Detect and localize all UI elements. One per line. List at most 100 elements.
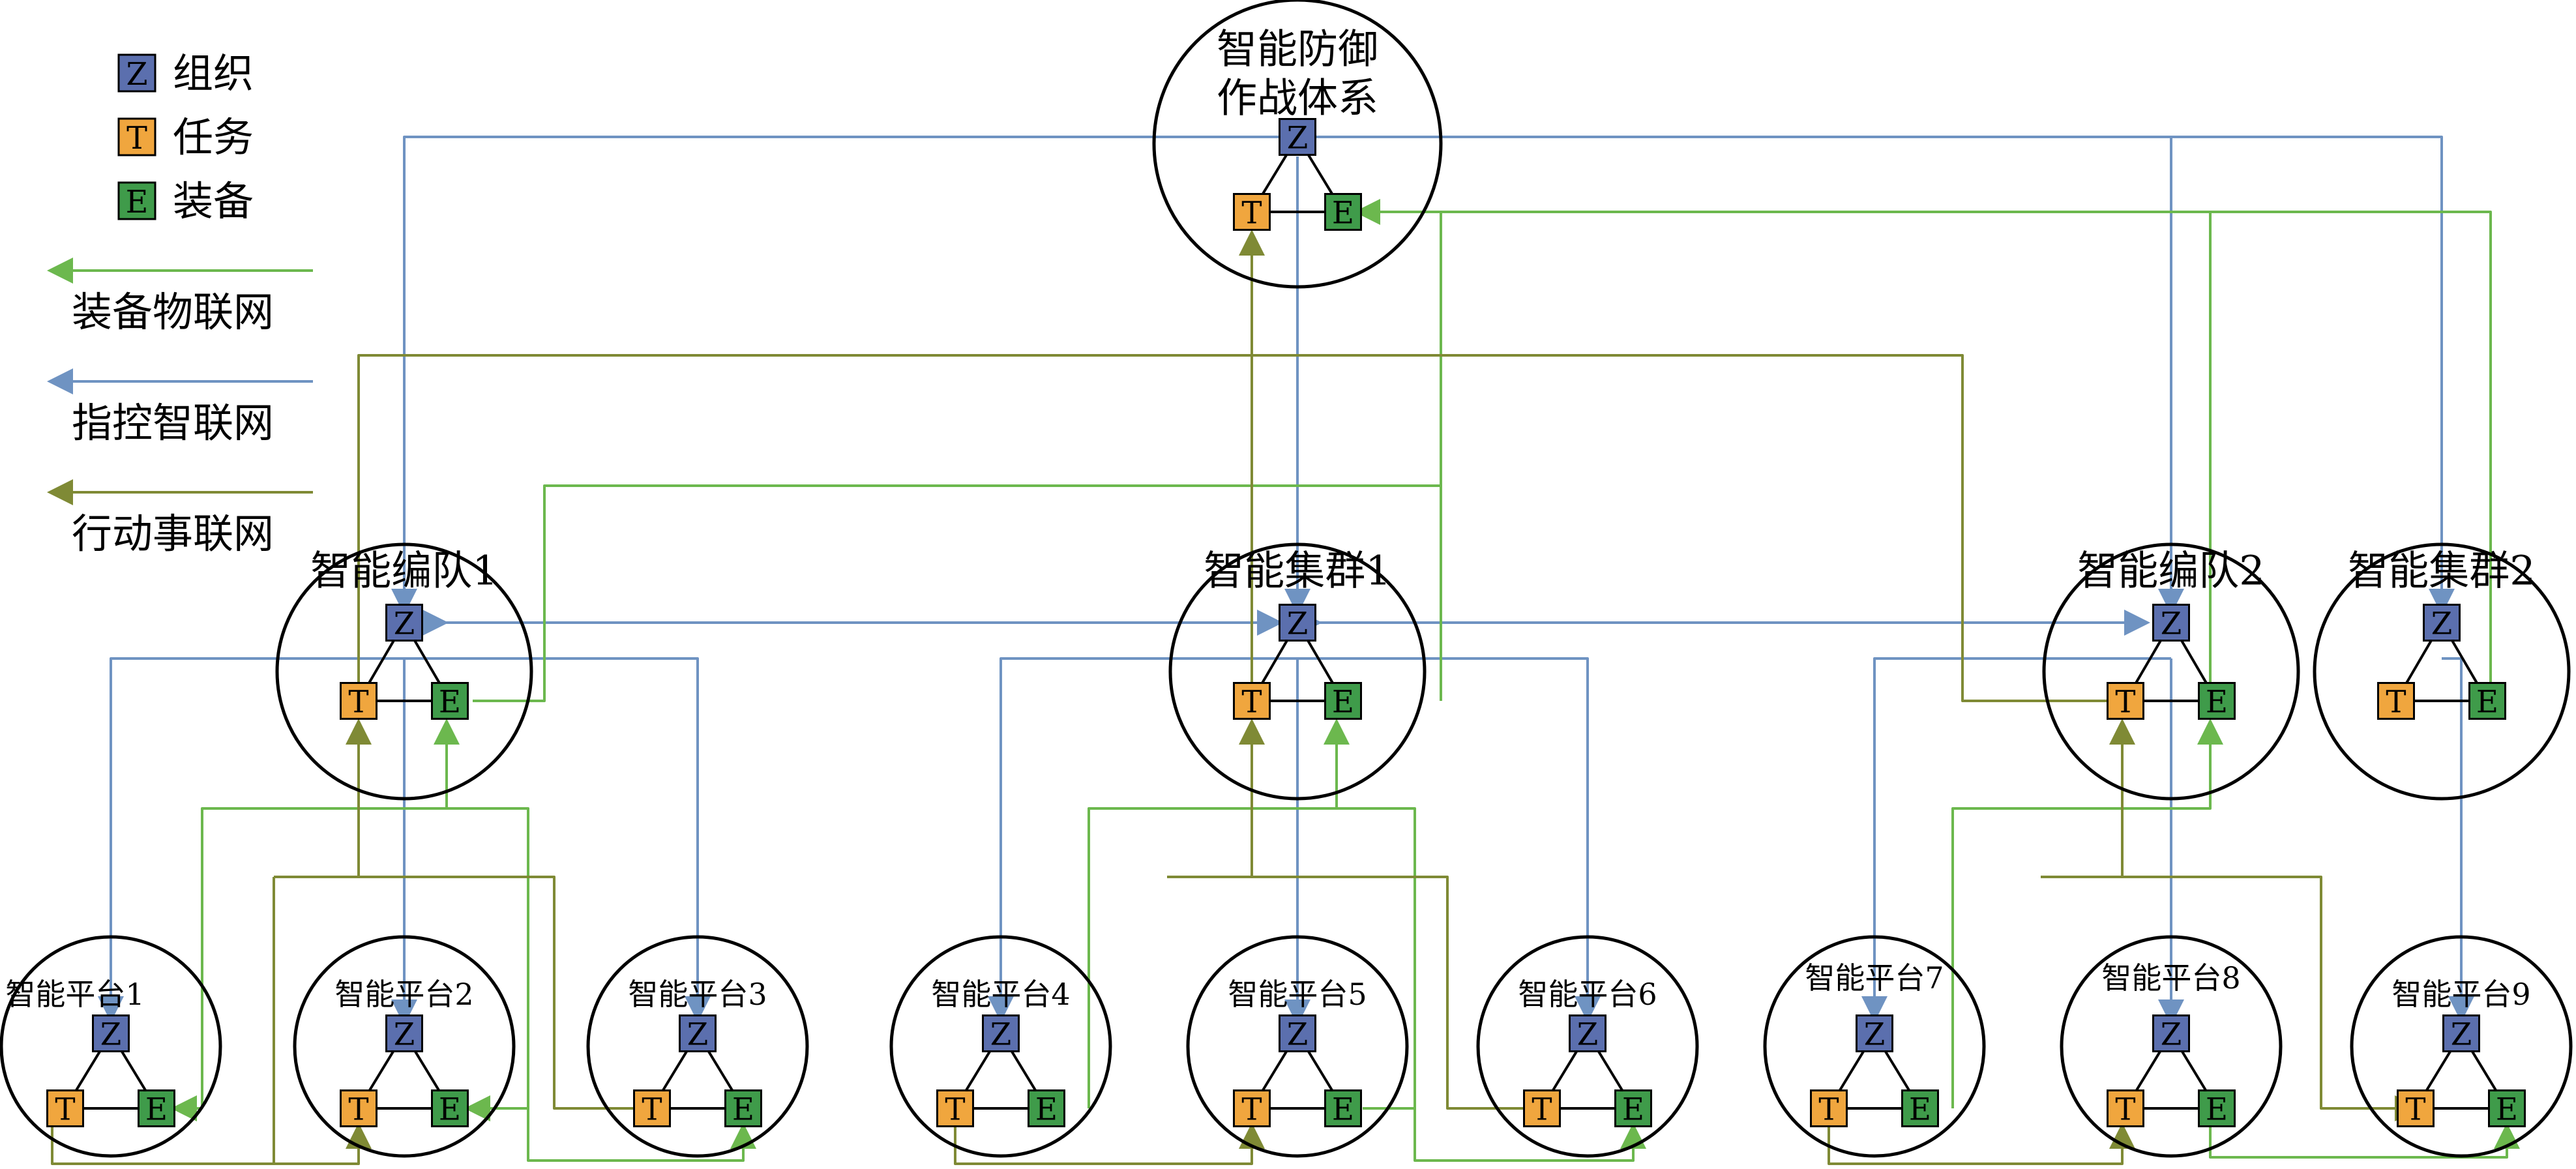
node-clu1-z-box-letter: Z	[1287, 607, 1308, 642]
node-p8-e-box: E	[2198, 1089, 2236, 1128]
node-p7-t-box-letter: T	[1818, 1093, 1839, 1128]
legend-line-label-1: 指控智联网	[72, 399, 274, 447]
node-p4-circle	[889, 935, 1112, 1158]
node-p9-z-box-letter: Z	[2451, 1018, 2472, 1053]
node-p9-t-box-letter: T	[2405, 1093, 2425, 1128]
node-clu1-title: 智能集群1	[1204, 547, 1391, 595]
node-fmt1-z-box-letter: Z	[394, 607, 415, 642]
node-p1-t-box: T	[46, 1089, 84, 1128]
node-p5-title: 智能平台5	[1228, 977, 1367, 1012]
node-p4-title: 智能平台4	[931, 977, 1070, 1012]
legend-label-e: 装备	[173, 177, 254, 225]
node-p5-circle	[1186, 935, 1409, 1158]
node-p7-z-box: Z	[1856, 1014, 1893, 1053]
node-p8-circle	[2060, 935, 2283, 1158]
node-fmt1-t-box-letter: T	[348, 685, 368, 720]
node-p5-t-box-letter: T	[1241, 1093, 1262, 1128]
node-p7-circle	[1763, 935, 1986, 1158]
node-top-title-2: 作战体系	[1217, 74, 1378, 122]
legend-line-1: 指控智联网	[47, 368, 313, 447]
legend-box-e: E	[117, 181, 156, 220]
node-p3-title: 智能平台3	[628, 977, 767, 1012]
node-top-e-box-letter: E	[1332, 196, 1354, 231]
node-top-t-box: T	[1233, 193, 1271, 231]
node-clu2-z-box: Z	[2423, 604, 2461, 642]
node-p6-e-box: E	[1614, 1089, 1652, 1128]
node-clu1-circle	[1168, 542, 1427, 801]
node-p1-z-box: Z	[92, 1014, 130, 1053]
node-p9-circle	[2350, 935, 2573, 1158]
node-p4-t-box: T	[936, 1089, 974, 1128]
node-fmt2-e-box-letter: E	[2206, 685, 2228, 720]
node-p6-t-box: T	[1523, 1089, 1561, 1128]
node-p8-t-box-letter: T	[2115, 1093, 2135, 1128]
node-p6-circle	[1476, 935, 1699, 1158]
node-p9-e-box-letter: E	[2496, 1093, 2518, 1128]
node-fmt2-title: 智能编队2	[2077, 547, 2264, 595]
node-fmt2-t-box: T	[2107, 682, 2144, 720]
node-p6-z-box-letter: Z	[1577, 1018, 1598, 1053]
node-clu1-t-box: T	[1233, 682, 1271, 720]
node-clu2-z-box-letter: Z	[2431, 607, 2452, 642]
node-p7-t-box: T	[1810, 1089, 1848, 1128]
node-p4-e-box: E	[1028, 1089, 1065, 1128]
legend-line-label-2: 行动事联网	[72, 510, 274, 557]
node-p6-t-box-letter: T	[1532, 1093, 1552, 1128]
node-clu1-t-box-letter: T	[1241, 685, 1262, 720]
node-p7-e-box: E	[1901, 1089, 1939, 1128]
node-p2-t-box: T	[340, 1089, 378, 1128]
node-clu2-t-box-letter: T	[2386, 685, 2406, 720]
node-top-circle	[1152, 0, 1443, 289]
node-p3-e-box-letter: E	[732, 1093, 754, 1128]
node-p2-title: 智能平台2	[334, 977, 473, 1012]
node-clu2-title: 智能集群2	[2348, 547, 2535, 595]
node-top-z-box: Z	[1279, 118, 1316, 156]
legend-label-t: 任务	[173, 113, 254, 161]
node-clu1-e-box: E	[1324, 682, 1362, 720]
node-p9-title: 智能平台9	[2391, 977, 2530, 1012]
node-clu2-t-box: T	[2377, 682, 2415, 720]
node-fmt1-t-box: T	[340, 682, 378, 720]
node-clu2-e-box-letter: E	[2476, 685, 2498, 720]
node-p1-e-box: E	[138, 1089, 175, 1128]
node-p4-e-box-letter: E	[1035, 1093, 1058, 1128]
legend-box-e-letter: E	[126, 185, 149, 220]
legend-line-0: 装备物联网	[47, 258, 313, 336]
command-links	[98, 136, 2474, 1026]
node-p2-z-box-letter: Z	[394, 1018, 415, 1053]
node-p4-z-box: Z	[982, 1014, 1020, 1053]
node-fmt2-z-box: Z	[2152, 604, 2190, 642]
node-top-z-box-letter: Z	[1287, 121, 1308, 156]
node-fmt1-e-box-letter: E	[439, 685, 461, 720]
node-p1-circle	[0, 935, 222, 1158]
node-p3-z-box-letter: Z	[687, 1018, 708, 1053]
node-p5-e-box: E	[1324, 1089, 1362, 1128]
node-p1-t-box-letter: T	[55, 1093, 75, 1128]
node-p4-z-box-letter: Z	[990, 1018, 1011, 1053]
node-p1-title: 智能平台1	[5, 977, 144, 1012]
node-p3-e-box: E	[724, 1089, 762, 1128]
node-p6-e-box-letter: E	[1622, 1093, 1644, 1128]
node-p8-z-box-letter: Z	[2161, 1018, 2182, 1053]
legend-label-z: 组织	[173, 50, 254, 97]
node-p3-t-box-letter: T	[642, 1093, 662, 1128]
node-fmt2-t-box-letter: T	[2115, 685, 2135, 720]
legend-line-label-0: 装备物联网	[72, 288, 274, 336]
node-p7-z-box-letter: Z	[1864, 1018, 1885, 1053]
node-p5-z-box-letter: Z	[1287, 1018, 1308, 1053]
node-p2-z-box: Z	[385, 1014, 423, 1053]
node-top-title: 智能防御	[1217, 25, 1378, 73]
node-fmt1-title: 智能编队1	[310, 547, 497, 595]
node-p8-title: 智能平台8	[2101, 960, 2240, 996]
